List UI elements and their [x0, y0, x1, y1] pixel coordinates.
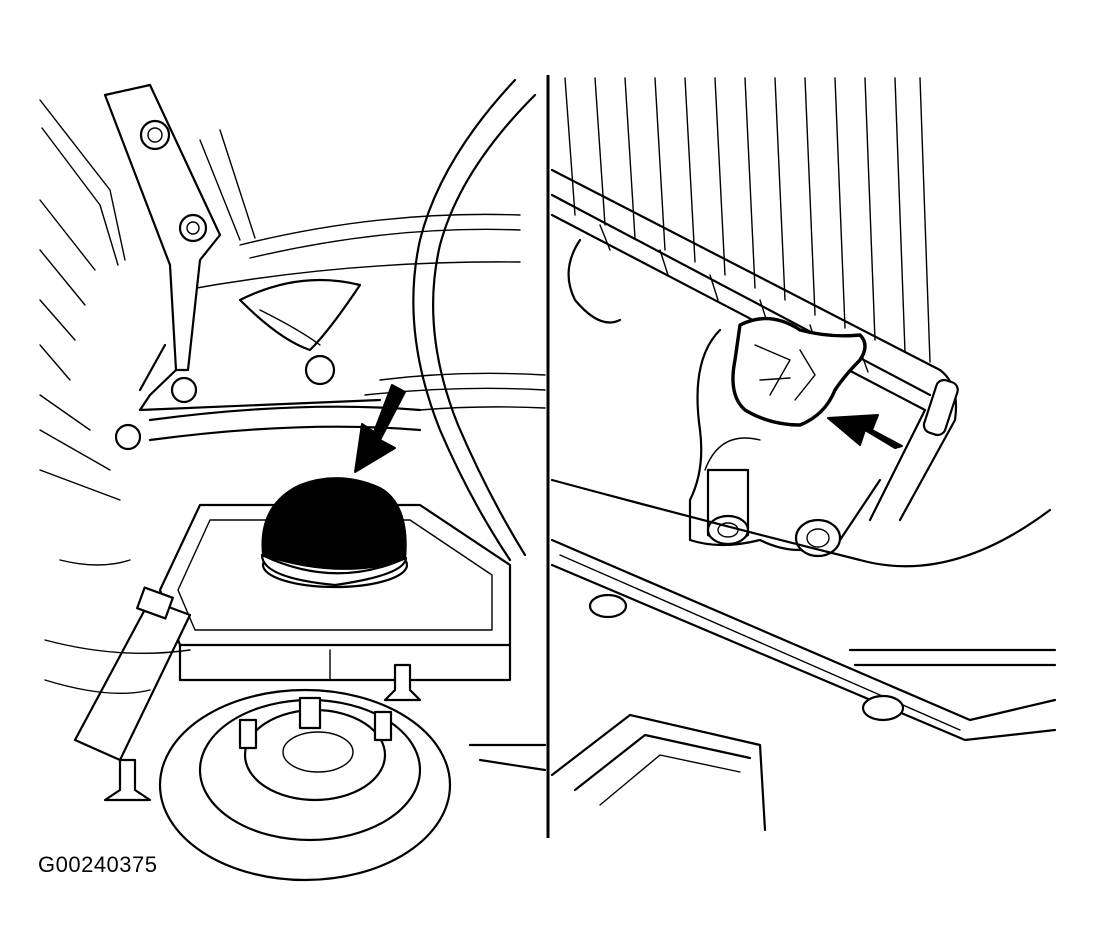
lower-rail	[550, 478, 1057, 742]
upper-frame	[550, 168, 959, 522]
spring-mount	[103, 663, 547, 882]
body-contours	[39, 99, 546, 501]
callout-arrow-reservoir-cap	[354, 384, 406, 473]
callout-arrow-clip	[827, 414, 903, 449]
hose	[412, 78, 537, 562]
figure-id-label: G00240375	[38, 852, 158, 877]
bracket-body	[567, 238, 882, 552]
bottom-frame	[550, 713, 767, 832]
right-panel	[550, 77, 1057, 832]
bracket-bosses	[706, 468, 842, 558]
radiator-fins	[564, 77, 931, 363]
strut-dome	[148, 278, 422, 442]
reservoir-cap	[260, 477, 408, 587]
left-panel	[39, 78, 547, 882]
retaining-clip	[731, 316, 867, 427]
strut-brace	[103, 83, 382, 451]
